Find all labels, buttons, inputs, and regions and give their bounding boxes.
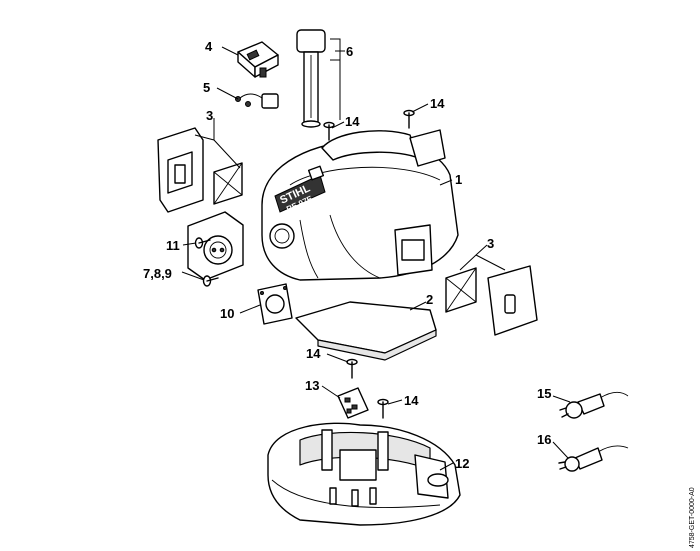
part-2-cover	[295, 301, 437, 361]
part-4-switch	[237, 41, 279, 78]
callout-16: 16	[537, 432, 551, 447]
drawing-code: 4758-GET-0000-A0	[689, 487, 696, 548]
part-16-power-cord	[558, 445, 629, 472]
part-7-8-9-socket	[187, 211, 244, 281]
part-14-screw-lower	[377, 398, 389, 419]
callout-7-8-9: 7,8,9	[143, 266, 172, 281]
callout-14-top-left: 14	[345, 114, 360, 129]
callout-14-middle: 14	[306, 346, 321, 361]
part-14-screw-top-right	[403, 109, 415, 129]
part-14-screw-top-left	[323, 121, 335, 141]
callout-10: 10	[220, 306, 234, 321]
callout-15: 15	[537, 386, 551, 401]
callout-13: 13	[305, 378, 319, 393]
callout-2: 2	[426, 292, 433, 307]
callout-5: 5	[203, 80, 210, 95]
callout-4: 4	[205, 39, 213, 54]
part-10-gasket	[257, 283, 293, 325]
part-5-cable	[235, 93, 279, 109]
callout-12: 12	[455, 456, 469, 471]
callout-1: 1	[455, 172, 462, 187]
part-1-housing	[261, 129, 459, 281]
callout-11: 11	[166, 238, 180, 253]
callout-14-top-right: 14	[430, 96, 445, 111]
part-14-screw-middle	[346, 358, 358, 379]
callout-3-right: 3	[487, 236, 494, 251]
leader-lines	[181, 38, 571, 471]
part-3-right-bracket	[445, 265, 538, 336]
part-13-circuit-board	[337, 387, 369, 419]
part-3-left-bracket	[157, 127, 243, 213]
callout-14-lower: 14	[404, 393, 419, 408]
part-6-holder	[296, 29, 326, 128]
callout-3-left: 3	[206, 108, 213, 123]
part-7-8-9-screw	[202, 275, 219, 287]
part-15-power-cord	[559, 391, 629, 419]
callout-6: 6	[346, 44, 353, 59]
part-12-base	[267, 422, 461, 526]
